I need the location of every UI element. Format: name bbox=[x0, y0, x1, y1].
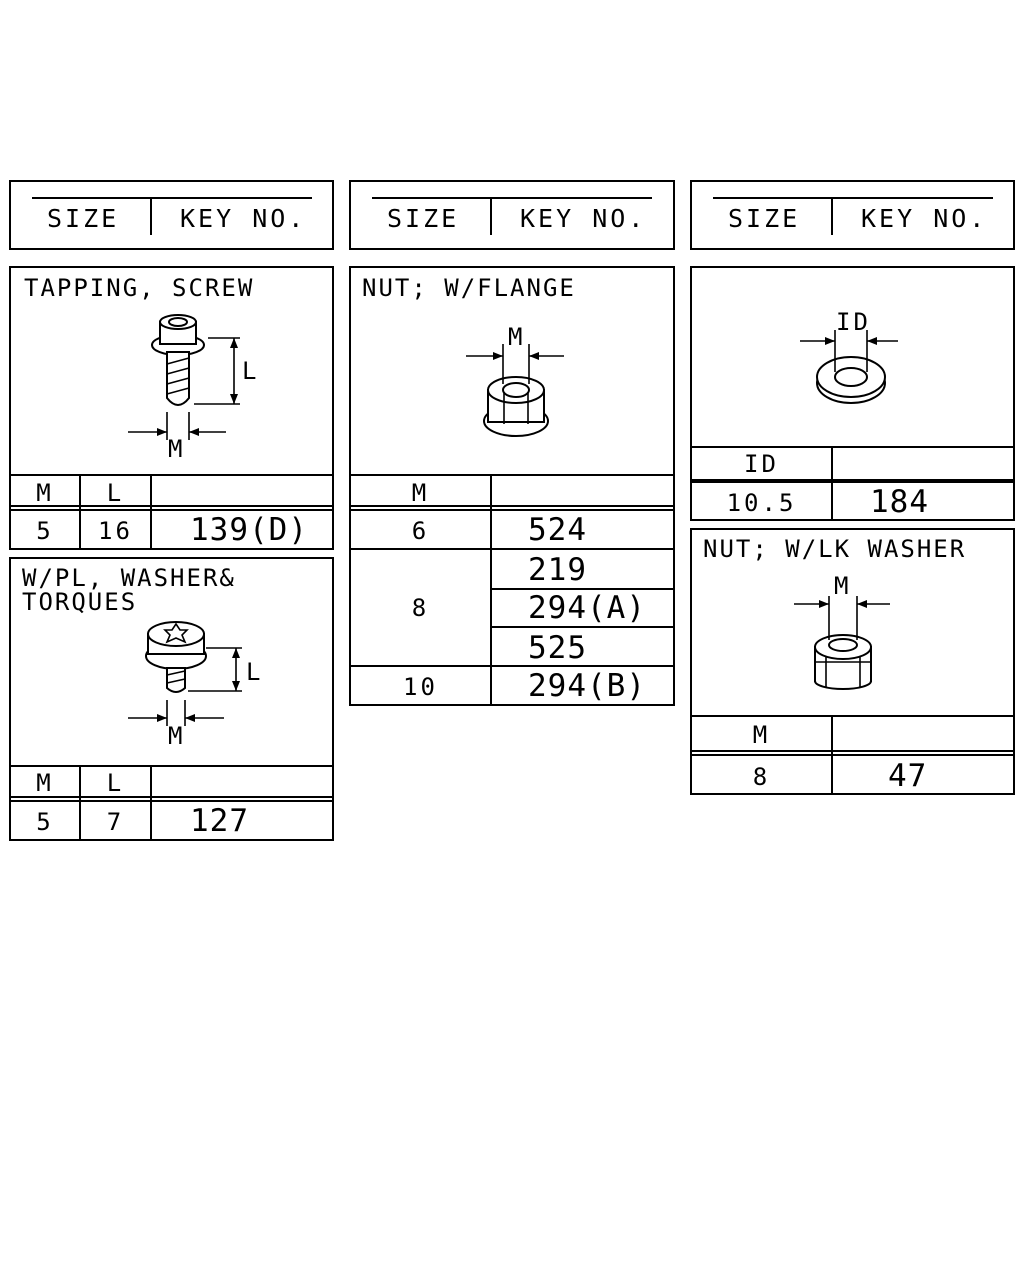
key-number: 219 bbox=[528, 552, 587, 588]
table-rule bbox=[349, 509, 675, 511]
pl-washer-screw-title-line1: W/PL, WASHER& bbox=[22, 564, 236, 592]
header-key-no-label: KEY NO. bbox=[520, 204, 647, 233]
table-cell-l: 16 bbox=[98, 517, 133, 545]
table-cell-l: 7 bbox=[106, 808, 125, 836]
lk-washer-nut-illustration: M bbox=[794, 572, 890, 690]
pl-washer-screw-illustration: L M bbox=[128, 621, 260, 750]
table-divider bbox=[79, 767, 81, 840]
column-header-l: L bbox=[106, 769, 125, 797]
table-cell-m: 5 bbox=[36, 517, 54, 545]
table-rule bbox=[9, 474, 334, 476]
table-rule bbox=[9, 509, 334, 511]
header-size-label: SIZE bbox=[387, 204, 460, 233]
key-number: 184 bbox=[870, 484, 929, 520]
pl-washer-screw-panel bbox=[9, 557, 334, 841]
table-rule bbox=[9, 800, 334, 802]
key-number: 139(D) bbox=[190, 512, 308, 548]
table-divider bbox=[150, 476, 152, 549]
header-box-middle bbox=[349, 180, 675, 250]
pl-washer-screw-l-dimension: L bbox=[246, 658, 260, 686]
table-rule bbox=[349, 505, 675, 507]
table-rule bbox=[690, 715, 1015, 717]
table-rule bbox=[9, 765, 334, 767]
table-rule bbox=[9, 505, 334, 507]
key-number: 47 bbox=[888, 758, 928, 794]
header-divider bbox=[150, 199, 152, 235]
table-rule bbox=[690, 479, 1015, 483]
table-divider bbox=[831, 448, 833, 520]
tapping-screw-title: TAPPING, SCREW bbox=[24, 274, 255, 302]
header-size-label: SIZE bbox=[728, 204, 801, 233]
table-rule bbox=[690, 750, 1015, 752]
header-rule bbox=[713, 197, 993, 199]
flange-nut-illustration: M bbox=[466, 323, 564, 437]
table-rule bbox=[490, 588, 675, 590]
column-header-l: L bbox=[106, 479, 125, 507]
key-number: 524 bbox=[528, 512, 587, 548]
key-number: 127 bbox=[190, 803, 249, 839]
washer-id-dimension: ID bbox=[836, 308, 871, 336]
table-rule bbox=[490, 626, 675, 628]
header-divider bbox=[490, 199, 492, 235]
column-header-m: M bbox=[36, 769, 54, 797]
tapping-screw-l-dimension: L bbox=[242, 357, 256, 385]
table-rule bbox=[349, 548, 675, 550]
lk-washer-nut-title: NUT; W/LK WASHER bbox=[703, 535, 967, 563]
table-divider bbox=[831, 717, 833, 794]
tapping-screw-panel bbox=[9, 266, 334, 550]
table-rule bbox=[349, 474, 675, 476]
header-size-label: SIZE bbox=[47, 204, 120, 233]
header-key-no-label: KEY NO. bbox=[180, 204, 307, 233]
header-divider bbox=[831, 199, 833, 235]
column-header-m: M bbox=[36, 479, 54, 507]
key-number: 294(A) bbox=[528, 590, 646, 626]
tapping-screw-illustration: L M bbox=[128, 314, 256, 463]
header-key-no-label: KEY NO. bbox=[861, 204, 988, 233]
header-box-right bbox=[690, 180, 1015, 250]
pl-washer-screw-title-line2: TORQUES bbox=[22, 588, 138, 616]
table-cell-m: 10 bbox=[403, 673, 438, 701]
key-number: 525 bbox=[528, 630, 587, 666]
table-rule bbox=[690, 446, 1015, 448]
lk-washer-nut-m-dimension: M bbox=[834, 572, 848, 600]
flange-nut-m-dimension: M bbox=[508, 323, 522, 351]
table-cell-m: 8 bbox=[752, 763, 771, 791]
flange-nut-panel bbox=[349, 266, 675, 706]
header-rule bbox=[32, 197, 312, 199]
table-cell-m: 6 bbox=[411, 517, 430, 545]
table-cell-id: 10.5 bbox=[726, 489, 797, 517]
table-rule bbox=[349, 665, 675, 667]
table-rule bbox=[690, 754, 1015, 756]
table-cell-m: 8 bbox=[411, 594, 430, 622]
flange-nut-title: NUT; W/FLANGE bbox=[362, 274, 576, 302]
column-header-id: ID bbox=[744, 450, 779, 478]
key-number: 294(B) bbox=[528, 668, 646, 704]
tapping-screw-m-dimension: M bbox=[168, 435, 182, 463]
header-box-left bbox=[9, 180, 334, 250]
table-rule bbox=[9, 796, 334, 798]
table-divider bbox=[490, 476, 492, 705]
column-header-m: M bbox=[752, 721, 771, 749]
table-divider bbox=[79, 476, 81, 549]
washer-illustration: ID bbox=[800, 308, 898, 404]
table-cell-m: 5 bbox=[36, 808, 54, 836]
column-header-m: M bbox=[411, 479, 430, 507]
pl-washer-screw-m-dimension: M bbox=[168, 722, 182, 750]
header-rule bbox=[372, 197, 652, 199]
table-divider bbox=[150, 767, 152, 840]
